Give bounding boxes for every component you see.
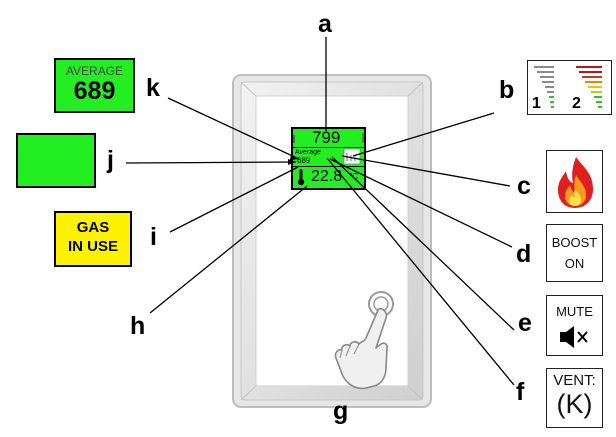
display-top-value: 799 (312, 128, 341, 147)
label-d: d (516, 240, 532, 268)
gas-box-line2: IN USE (67, 237, 118, 255)
label-j: j (107, 146, 114, 174)
hand-touch-icon (334, 291, 394, 390)
label-f: f (516, 378, 525, 406)
gas-in-use-box: GAS IN USE (54, 211, 132, 267)
label-i: i (150, 223, 157, 251)
mute-box: MUTE (546, 295, 603, 356)
label-c: c (517, 172, 531, 200)
signal-bars-icon (534, 66, 602, 108)
display-bottom-value: 22.8 (311, 168, 343, 185)
flame-icon (558, 157, 593, 208)
label-g: g (333, 397, 349, 425)
label-e: e (518, 309, 532, 337)
speaker-mute-icon (560, 326, 588, 348)
signal-box: 1 2 (527, 60, 612, 115)
vent-box: VENT: (K) (546, 368, 603, 428)
solid-green-box (16, 133, 96, 188)
display-average-label: Average (295, 149, 321, 156)
display-divider-bottom (293, 166, 364, 167)
flame-box (546, 150, 603, 213)
signal-num-1: 1 (532, 95, 541, 112)
thermometer-icon (297, 169, 305, 186)
vent-label: VENT: (553, 372, 596, 389)
average-box-value: 689 (73, 77, 116, 105)
boost-line2: ON (564, 256, 585, 271)
display-divider-top (293, 147, 364, 148)
label-b: b (499, 76, 515, 104)
label-h: h (130, 312, 146, 340)
average-box: AVERAGE 689 (54, 58, 135, 113)
display-unit: °C (349, 172, 358, 181)
vent-value: (K) (556, 389, 593, 419)
display-average-value: 689 (297, 156, 311, 165)
boost-box: BOOST ON (546, 224, 603, 282)
boost-line1: BOOST (551, 235, 598, 250)
mute-label: MUTE (556, 304, 593, 319)
label-k: k (146, 74, 160, 102)
average-box-title: AVERAGE (65, 64, 124, 78)
signal-num-2: 2 (572, 95, 581, 112)
display-icon-area (293, 133, 364, 165)
label-a: a (318, 10, 332, 38)
gas-box-line1: GAS (76, 219, 110, 236)
